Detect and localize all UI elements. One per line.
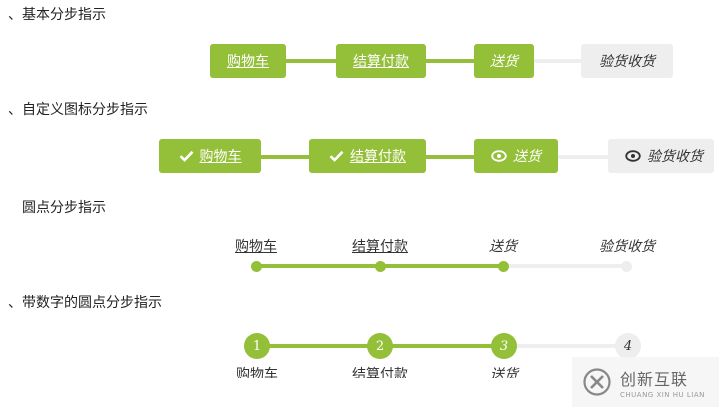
- step-connector: [534, 59, 581, 63]
- step-connector: [426, 155, 474, 159]
- watermark: 创新互联 CHUANG XIN HU LIAN: [572, 357, 719, 407]
- step-dot-cart[interactable]: [251, 261, 262, 272]
- step-checkout[interactable]: 结算付款: [309, 139, 426, 173]
- section-heading-basic: 、基本分步指示: [8, 7, 106, 23]
- step-cart[interactable]: 购物车: [210, 44, 286, 78]
- step-receive: 验货收货: [608, 139, 714, 173]
- step-dot-checkout[interactable]: [375, 261, 386, 272]
- step-label: 结算付款: [350, 149, 406, 165]
- dot-step-label-receive: 验货收货: [599, 239, 655, 255]
- step-label: 购物车: [199, 149, 242, 165]
- step-receive: 验货收货: [581, 44, 673, 78]
- step-label: 送货: [513, 149, 541, 165]
- section-heading-dot: 圆点分步指示: [22, 200, 106, 216]
- number-step-label-checkout: 结算付款: [352, 367, 408, 378]
- number-step-label-cart: 购物车: [236, 367, 278, 378]
- number-step-label-delivery: 送货: [490, 367, 518, 378]
- dot-track-pending: [504, 264, 627, 268]
- dot-step-label-delivery: 送货: [489, 239, 517, 255]
- step-delivery: 送货: [474, 44, 534, 78]
- step-dot-delivery: [498, 261, 509, 272]
- check-icon: [329, 150, 344, 162]
- watermark-text: 创新互联 CHUANG XIN HU LIAN: [620, 366, 705, 399]
- number-track-pending: [504, 344, 628, 348]
- step-checkout[interactable]: 结算付款: [336, 44, 426, 78]
- step-connector: [261, 155, 309, 159]
- step-label: 结算付款: [353, 54, 409, 70]
- step-label: 购物车: [227, 54, 269, 70]
- numbered-step-labels: 购物车 结算付款 送货: [200, 362, 560, 378]
- eye-icon: [491, 150, 507, 162]
- step-label: 送货: [490, 54, 518, 70]
- eye-icon: [625, 150, 641, 162]
- section-heading-custom-icon: 、自定义图标分步指示: [8, 102, 148, 118]
- watermark-logo-icon: [582, 367, 612, 397]
- step-number-1[interactable]: 1: [244, 333, 270, 359]
- check-icon: [179, 150, 194, 162]
- step-connector: [558, 155, 608, 159]
- watermark-title: 创新互联: [620, 369, 689, 389]
- step-connector: [286, 59, 336, 63]
- step-number-4: 4: [615, 333, 641, 359]
- step-label: 验货收货: [647, 149, 703, 165]
- section-heading-numbered-dot: 、带数字的圆点分步指示: [8, 295, 162, 311]
- watermark-subtitle: CHUANG XIN HU LIAN: [620, 390, 705, 399]
- step-number-2[interactable]: 2: [367, 333, 393, 359]
- dot-step-label-checkout[interactable]: 结算付款: [352, 239, 408, 255]
- step-number-3: 3: [491, 333, 517, 359]
- step-cart[interactable]: 购物车: [159, 139, 261, 173]
- dot-step-label-cart[interactable]: 购物车: [235, 239, 277, 255]
- step-delivery: 送货: [474, 139, 558, 173]
- step-connector: [426, 59, 474, 63]
- step-dot-receive: [621, 261, 632, 272]
- step-label: 验货收货: [599, 54, 655, 70]
